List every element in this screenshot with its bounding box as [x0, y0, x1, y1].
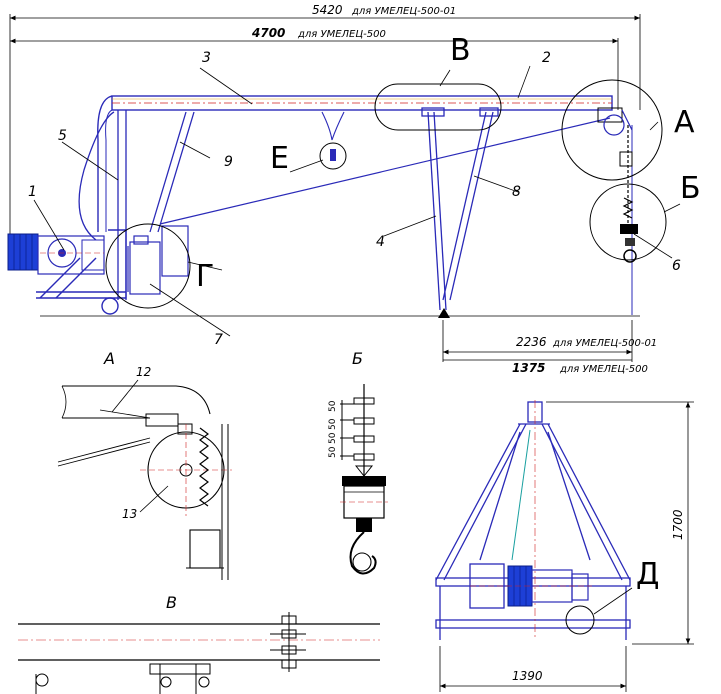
dimension-reach-primary-note: для УМЕЛЕЦ-500-01: [552, 338, 657, 349]
hoist-cable: [78, 111, 115, 241]
strut-9: [149, 111, 195, 233]
callout-part-13: 13: [122, 507, 137, 521]
callout-part-4: 4: [376, 234, 385, 250]
dimension-reach-primary-value: 2236: [516, 335, 547, 349]
callout-part-9: 9: [224, 154, 233, 170]
zone-a-circle: [561, 79, 663, 181]
detail-b-spacing-3: 50: [328, 418, 338, 430]
callout-part-1: 1: [28, 184, 37, 200]
winch-motor: [7, 233, 105, 275]
end-view-motor: [469, 563, 592, 609]
callout-leaders: [33, 65, 681, 337]
zone-label-a: А: [674, 105, 695, 140]
zone-g-circle: [105, 223, 191, 309]
callout-part-3: 3: [202, 50, 211, 66]
mast-post: [117, 110, 127, 300]
pendant-control: [319, 142, 347, 170]
view-a-title: А: [103, 349, 115, 368]
zone-d-circle: [565, 605, 595, 635]
view-v-title: В: [166, 593, 177, 612]
detail-view-a: А: [57, 349, 232, 580]
dimension-height-value: 1700: [671, 509, 685, 540]
detail-b-spacing-1: 50: [328, 400, 338, 412]
control-cabinet: [127, 225, 189, 295]
dimension-height: [546, 401, 694, 645]
zone-label-b: Б: [680, 171, 701, 206]
front-legs: [421, 107, 499, 311]
dimension-short-length-value: 4700: [251, 26, 285, 40]
callout-part-8: 8: [512, 184, 521, 200]
dimension-overall-length-note: для УМЕЛЕЦ-500-01: [351, 6, 456, 17]
pendant-cable: [321, 111, 345, 141]
zone-label-d: Д: [636, 557, 659, 592]
detail-view-b: Б: [340, 349, 388, 575]
dimension-overall-length-value: 5420: [312, 3, 343, 17]
zone-label-e: Е: [270, 141, 289, 176]
dimension-short-length-note: для УМЕЛЕЦ-500: [297, 29, 386, 40]
front-foot: [438, 308, 450, 318]
zone-v-outline: [374, 83, 502, 131]
dimension-reach: [442, 320, 633, 362]
zone-label-g: Г: [196, 259, 214, 294]
callout-part-7: 7: [214, 332, 223, 348]
front-pulley: [597, 107, 633, 136]
base-frame: [36, 229, 127, 315]
detail-b-spacing-4: 50: [328, 446, 338, 458]
callout-part-5: 5: [58, 128, 67, 144]
main-side-view: [7, 79, 667, 318]
dimension-reach-secondary-value: 1375: [512, 361, 545, 375]
dimension-base-width: [439, 646, 627, 692]
boom-beam: [97, 95, 613, 232]
zone-b-circle: [589, 183, 667, 261]
hook-assembly: [619, 125, 638, 315]
callout-part-6: 6: [672, 258, 681, 274]
end-view-chain: [511, 429, 531, 561]
dimension-base-width-value: 1390: [512, 669, 543, 683]
callout-part-12: 12: [136, 365, 151, 379]
end-view: [435, 400, 633, 640]
callout-part-2: 2: [542, 50, 551, 66]
dimension-overall-length: [9, 14, 641, 240]
dimension-reach-secondary-note: для УМЕЛЕЦ-500: [559, 364, 648, 375]
detail-b-spacing-2: 50: [328, 432, 338, 444]
view-b-title: Б: [352, 349, 363, 368]
zone-label-v: В: [450, 33, 471, 68]
detail-view-v: В: [18, 593, 380, 694]
dimension-short-length: [10, 38, 619, 110]
tie-rod: [159, 117, 611, 225]
